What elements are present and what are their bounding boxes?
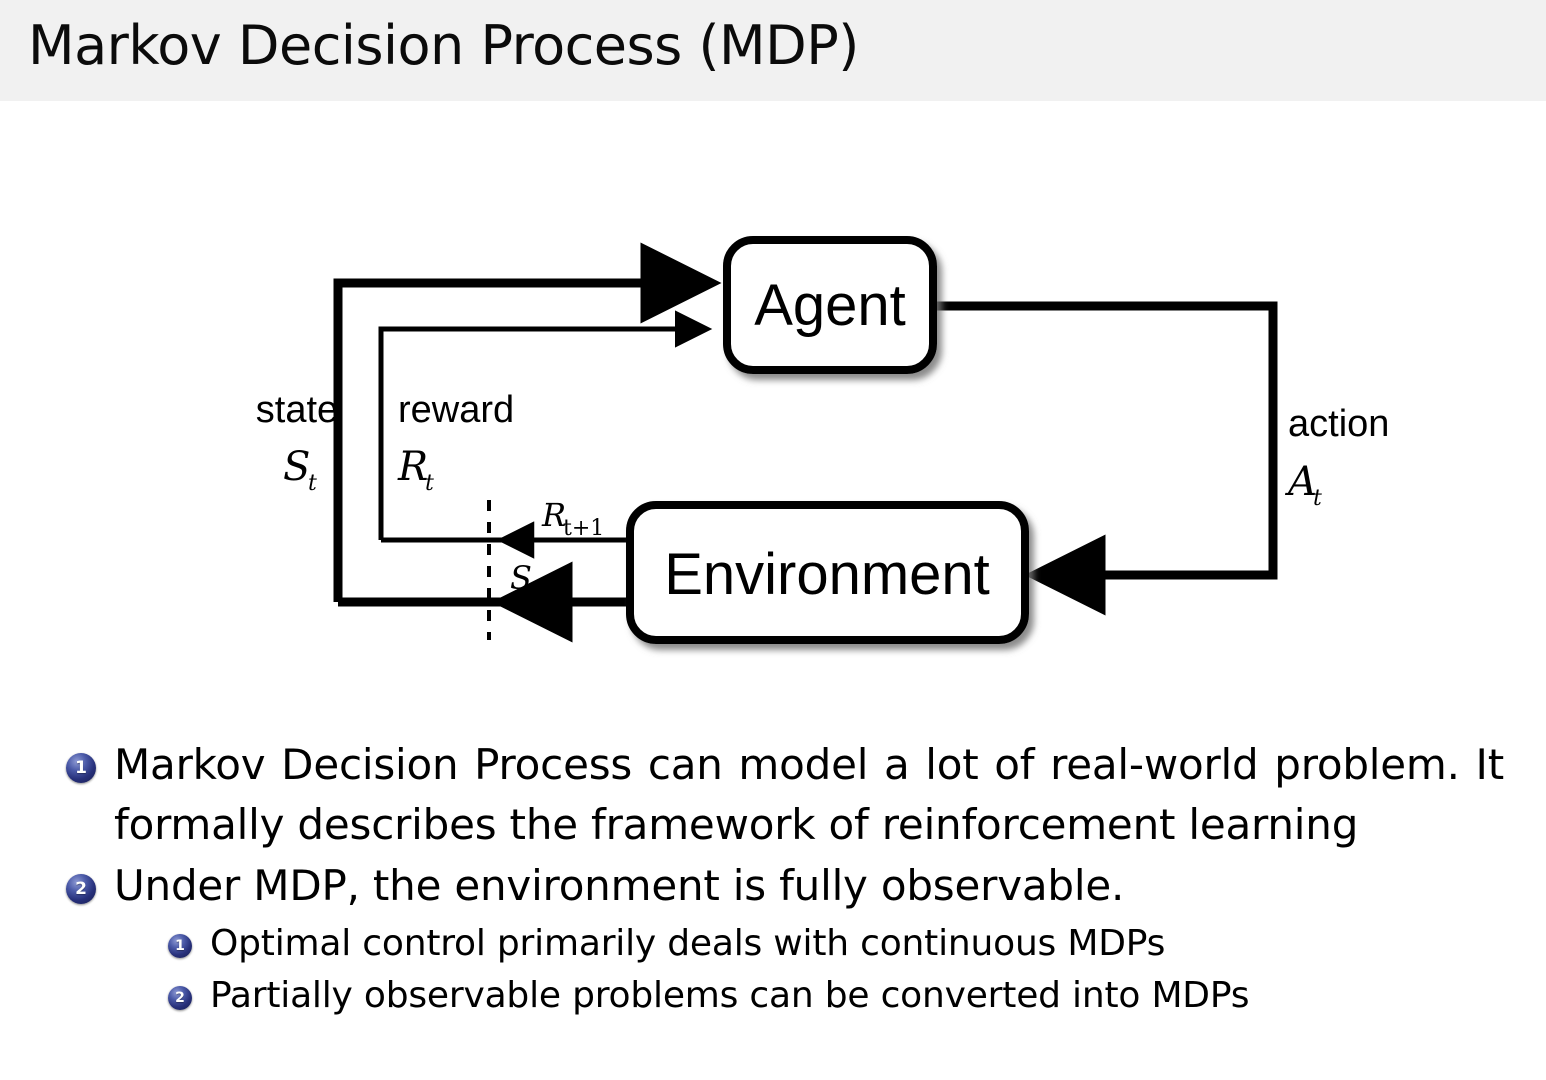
edge-reward-to-agent <box>378 310 713 559</box>
label-state: state S t <box>256 389 338 496</box>
agent-environment-loop-diagram: Agent Environment state S t reward R t a… <box>256 236 1389 644</box>
next-state-symbol-label: S <box>510 559 532 597</box>
edge-state-to-agent <box>333 242 722 643</box>
slide-header-bar: Markov Decision Process (MDP) <box>0 0 1546 101</box>
list-item-text: Markov Decision Process can model a lot … <box>114 740 1504 849</box>
list-item[interactable]: 2 Under MDP, the environment is fully ob… <box>0 856 1546 916</box>
sub-list-item[interactable]: 1 Optimal control primarily deals with c… <box>0 918 1546 970</box>
label-next-state: S t+1 <box>510 559 572 604</box>
agent-box[interactable] <box>723 236 937 374</box>
sub-list-item-text: Optimal control primarily deals with con… <box>210 922 1166 964</box>
diagram-node-environment[interactable]: Environment <box>626 501 1029 644</box>
label-action: action A t <box>1284 403 1389 511</box>
edge-action-to-environment <box>933 301 1278 616</box>
next-reward-symbol-label: R <box>541 496 566 534</box>
state-word-label: state <box>256 389 338 431</box>
bullet-list: 1 Markov Decision Process can model a lo… <box>0 735 1546 1022</box>
list-item[interactable]: 1 Markov Decision Process can model a lo… <box>0 735 1546 854</box>
agent-box-label: Agent <box>754 273 906 338</box>
action-symbol-label: A <box>1284 459 1317 505</box>
state-symbol-label: S <box>283 444 310 490</box>
page-title: Markov Decision Process (MDP) <box>28 14 859 77</box>
state-symbol-subscript: t <box>308 471 317 496</box>
reward-symbol-subscript: t <box>425 471 434 496</box>
list-item-text: Under MDP, the environment is fully obse… <box>114 861 1125 911</box>
label-next-reward: R t+1 <box>541 496 604 541</box>
action-word-label: action <box>1288 403 1389 445</box>
reward-symbol-label: R <box>397 444 428 490</box>
reward-word-label: reward <box>398 389 514 431</box>
sub-bullet-marker-1: 1 <box>168 933 192 958</box>
label-reward: reward R t <box>397 389 514 496</box>
sub-list-item-text: Partially observable problems can be con… <box>210 975 1250 1017</box>
diagram-node-agent[interactable]: Agent <box>723 236 937 374</box>
environment-box[interactable] <box>626 501 1029 644</box>
mdp-diagram-figure: Agent Environment state S t reward R t a… <box>0 110 1546 710</box>
next-state-subscript: t+1 <box>531 579 572 604</box>
bullet-marker-1: 1 <box>66 753 96 783</box>
bullet-marker-2: 2 <box>66 874 96 905</box>
action-symbol-subscript: t <box>1313 486 1322 511</box>
sub-list-item[interactable]: 2 Partially observable problems can be c… <box>0 970 1546 1022</box>
environment-box-label: Environment <box>664 542 990 607</box>
sub-bullet-marker-2: 2 <box>168 986 192 1011</box>
next-reward-subscript: t+1 <box>563 516 604 541</box>
